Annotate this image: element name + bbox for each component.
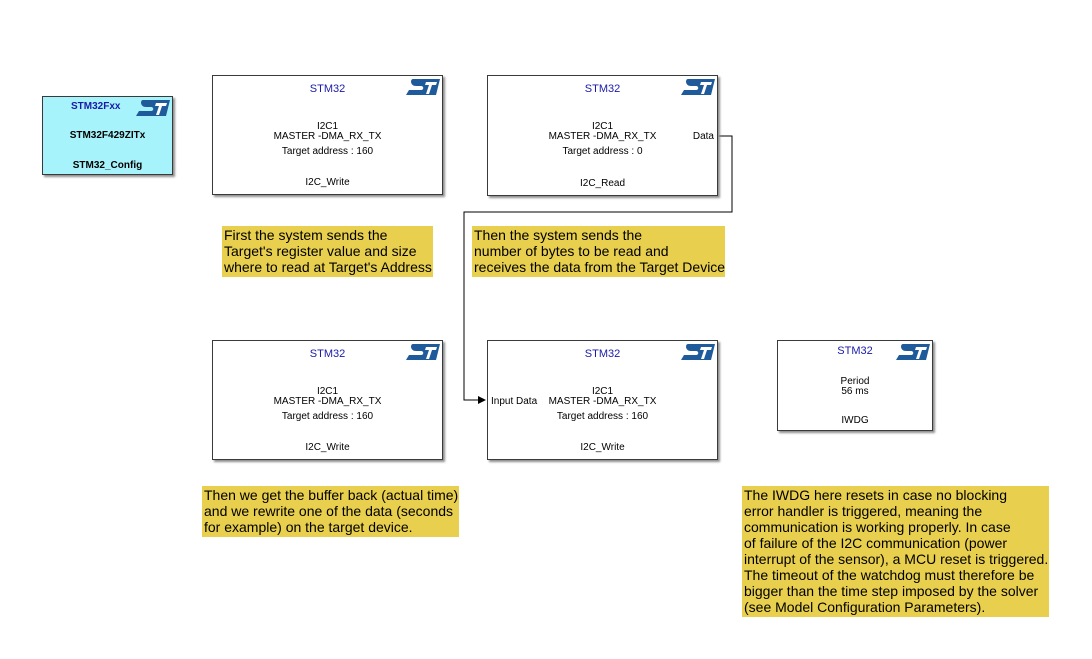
block-name: IWDG <box>841 415 869 426</box>
annotation-note-4: The IWDG here resets in case no blocking… <box>742 486 1049 617</box>
st-logo-icon <box>681 79 715 95</box>
input-data-port[interactable]: Input Data <box>491 396 538 407</box>
iwdg-block[interactable]: STM32 Period 56 ms IWDG <box>777 340 933 431</box>
block-mode: MASTER -DMA_RX_TX <box>548 396 657 407</box>
note-line: where to read at Target's Address <box>224 259 432 275</box>
note-line: First the system sends the <box>224 227 388 243</box>
st-logo-icon <box>681 344 715 360</box>
block-address: Target address : 160 <box>556 411 649 422</box>
block-header: STM32 <box>584 83 621 95</box>
block-name: I2C_Write <box>305 442 350 453</box>
iwdg-period-value: 56 ms <box>841 386 869 397</box>
note-line: for example) on the target device. <box>204 519 413 535</box>
block-mode: MASTER -DMA_RX_TX <box>548 131 657 142</box>
block-header: STM32 <box>309 348 346 360</box>
block-address: Target address : 160 <box>281 146 374 157</box>
note-line: The IWDG here resets in case no blocking <box>744 487 1008 503</box>
note-line: error handler is triggered, meaning the <box>744 503 983 519</box>
note-line: communication is working properly. In ca… <box>744 519 1011 535</box>
config-device-label: STM32F429ZITx <box>69 130 146 141</box>
note-line: receives the data from the Target Device <box>474 259 726 275</box>
note-line: The timeout of the watchdog must therefo… <box>744 567 1035 583</box>
block-peripheral: I2C1 <box>591 386 614 397</box>
config-name-label: STM32_Config <box>72 160 143 171</box>
block-header: STM32 <box>837 345 873 357</box>
block-mode: MASTER -DMA_RX_TX <box>273 396 382 407</box>
data-output-port[interactable]: Data <box>692 131 714 142</box>
block-address: Target address : 0 <box>562 146 643 157</box>
block-peripheral: I2C1 <box>591 121 614 132</box>
note-line: Then we get the buffer back (actual time… <box>204 487 459 503</box>
st-logo-icon <box>406 79 440 95</box>
block-mode: MASTER -DMA_RX_TX <box>273 131 382 142</box>
i2c-write-block-2[interactable]: STM32 I2C1 MASTER -DMA_RX_TX Target addr… <box>212 340 443 460</box>
st-logo-icon <box>896 344 930 360</box>
note-line: and we rewrite one of the data (seconds <box>204 503 454 519</box>
data-signal-line[interactable] <box>463 135 733 404</box>
annotation-note-3: Then we get the buffer back (actual time… <box>202 486 459 537</box>
annotation-note-2: Then the system sends the number of byte… <box>472 226 725 277</box>
block-header: STM32 <box>309 83 346 95</box>
block-name: I2C_Write <box>580 442 625 453</box>
note-line: bigger than the time step imposed by the… <box>744 583 1039 599</box>
note-line: (see Model Configuration Parameters). <box>744 599 986 615</box>
note-line: Target's register value and size <box>224 243 417 259</box>
block-header: STM32 <box>584 348 621 360</box>
block-name: I2C_Write <box>305 177 350 188</box>
note-line: interrupt of the sensor), a MCU reset is… <box>744 551 1049 567</box>
st-logo-icon <box>406 344 440 360</box>
block-peripheral: I2C1 <box>316 386 339 397</box>
stm32-config-block[interactable]: STM32Fxx STM32F429ZITx STM32_Config <box>42 96 173 175</box>
note-line: Then the system sends the <box>474 227 643 243</box>
config-family-label: STM32Fxx <box>71 101 121 112</box>
block-peripheral: I2C1 <box>316 121 339 132</box>
block-name: I2C_Read <box>579 178 626 189</box>
annotation-note-1: First the system sends the Target's regi… <box>222 226 433 277</box>
note-line: number of bytes to be read and <box>474 243 669 259</box>
i2c-write-block-3[interactable]: STM32 I2C1 MASTER -DMA_RX_TX Target addr… <box>487 340 718 460</box>
block-address: Target address : 160 <box>281 411 374 422</box>
i2c-read-block[interactable]: STM32 I2C1 MASTER -DMA_RX_TX Target addr… <box>487 75 718 196</box>
iwdg-period-label: Period <box>840 376 870 387</box>
st-logo-icon <box>136 100 170 116</box>
i2c-write-block-1[interactable]: STM32 I2C1 MASTER -DMA_RX_TX Target addr… <box>212 75 443 195</box>
note-line: of failure of the I2C communication (pow… <box>744 535 1008 551</box>
